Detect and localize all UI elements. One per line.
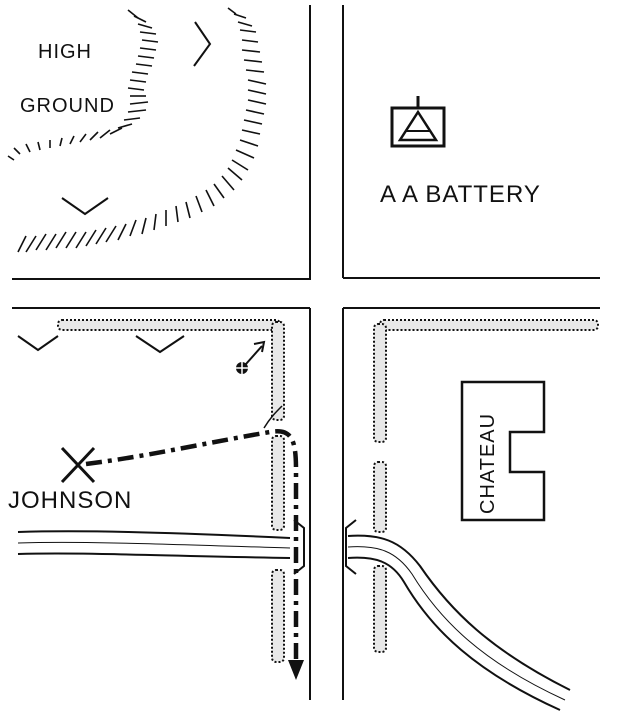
bridge-bracket-left-icon xyxy=(293,519,305,575)
hedgerow-west-upper xyxy=(373,323,387,443)
hedgerow-west-middle xyxy=(373,461,387,533)
chateau-building: CHATEAU xyxy=(460,380,546,522)
chevron-down-icon xyxy=(61,197,109,216)
hedgerows xyxy=(57,319,599,663)
johnson-label: JOHNSON xyxy=(8,487,132,514)
stream-bank-north-right xyxy=(347,534,571,691)
chevron-down-icon xyxy=(17,335,59,352)
high-ground-label-line2: GROUND xyxy=(20,95,115,117)
stream xyxy=(17,519,571,711)
stream-bank-south-right xyxy=(347,556,561,711)
anti-aircraft-unit-icon xyxy=(390,96,446,148)
high-ground-hachures xyxy=(7,7,267,253)
hedgerow-east-lower xyxy=(271,569,285,663)
aa-battery-label: A A BATTERY xyxy=(380,181,541,208)
hedgerow-east-middle xyxy=(271,435,285,531)
slope-chevrons xyxy=(17,21,212,354)
hedgerow-north-left xyxy=(57,319,281,331)
dashed-route-arrow-icon xyxy=(85,429,304,680)
stream-bank-south-left xyxy=(17,552,291,559)
hedgerow-east-upper xyxy=(271,321,285,421)
x-position-marker-icon xyxy=(60,446,96,484)
stream-centerline-right xyxy=(347,546,566,701)
route-connector xyxy=(263,405,283,429)
chateau-label: CHATEAU xyxy=(477,413,499,514)
chevron-down-icon xyxy=(135,335,185,354)
high-ground-label-line1: HIGH xyxy=(38,41,92,63)
crosshair-target-icon xyxy=(236,340,266,374)
hedgerow-north-right xyxy=(379,319,599,331)
chevron-right-icon xyxy=(193,21,212,67)
stream-bank-north-left xyxy=(17,530,291,539)
road-network xyxy=(12,5,600,700)
stream-centerline-left xyxy=(17,541,291,549)
bridge-bracket-right-icon xyxy=(345,519,357,575)
hedgerow-west-lower xyxy=(373,565,387,653)
